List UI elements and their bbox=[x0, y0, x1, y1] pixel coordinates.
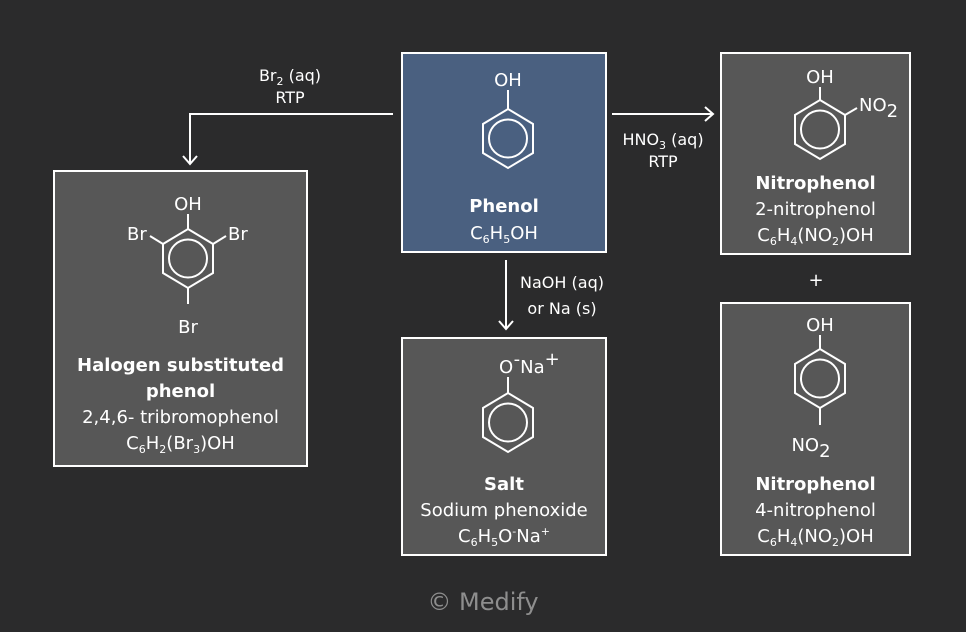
halogen-title-line1: Halogen substituted bbox=[77, 355, 284, 376]
arrowhead-halogen bbox=[182, 155, 198, 166]
hydroxyl-label: OH bbox=[806, 67, 834, 88]
benzene-ring-icon bbox=[162, 227, 214, 290]
phenol-box: OH Phenol C6H5OH bbox=[401, 52, 607, 253]
hydroxyl-label: OH bbox=[174, 194, 202, 215]
nitrophenol-4-box: OH NO2 Nitrophenol 4-nitrophenol C6H4(NO… bbox=[720, 302, 911, 556]
benzene-ring-icon bbox=[482, 391, 534, 454]
hydroxyl-label: OH bbox=[494, 70, 522, 91]
salt-box: O-Na+ Salt Sodium phenoxide C6H5O-Na+ bbox=[401, 337, 607, 556]
nitrophenol-2-box: OH NO2 Nitrophenol 2-nitrophenol C6H4(NO… bbox=[720, 52, 911, 255]
base-reagent-label: NaOH (aq) bbox=[520, 273, 604, 292]
salt-name: Sodium phenoxide bbox=[420, 500, 588, 521]
nitro-group-label: NO2 bbox=[859, 95, 898, 122]
phenol-structure: OH bbox=[482, 70, 534, 170]
halogen-box: OH Br Br Br Halogen substituted phenol 2… bbox=[53, 170, 308, 467]
tribromophenol-structure: OH Br Br Br bbox=[127, 194, 248, 338]
bromine-label-bottom: Br bbox=[178, 317, 198, 338]
nitration-reagent-label: HNO3 (aq) bbox=[622, 130, 704, 152]
bromine-label-right: Br bbox=[228, 224, 248, 245]
phenoxide-ion-label: O-Na+ bbox=[499, 349, 560, 378]
nitrophenol-2-title: Nitrophenol bbox=[755, 173, 876, 194]
nitrophenol-4-name: 4-nitrophenol bbox=[755, 500, 876, 521]
plus-sign: + bbox=[808, 270, 824, 291]
phenol-formula: C6H5OH bbox=[470, 223, 538, 246]
arrow-to-halogen bbox=[189, 113, 393, 164]
base-condition-label: or Na (s) bbox=[527, 299, 597, 318]
nitrophenol-4-title: Nitrophenol bbox=[755, 474, 876, 495]
nitrophenol-4-structure: OH NO2 bbox=[791, 315, 846, 462]
benzene-ring-icon bbox=[794, 98, 846, 161]
benzene-ring-icon bbox=[794, 347, 846, 410]
hydroxyl-label: OH bbox=[806, 315, 834, 336]
salt-formula: C6H5O-Na+ bbox=[458, 525, 550, 549]
nitrophenol-2-formula: C6H4(NO2)OH bbox=[757, 225, 874, 248]
nitration-condition-label: RTP bbox=[648, 152, 678, 171]
bromine-reagent-label: Br2 (aq) bbox=[258, 66, 322, 88]
sodium-phenoxide-structure: O-Na+ bbox=[482, 349, 560, 454]
nitrophenol-2-name: 2-nitrophenol bbox=[755, 199, 876, 220]
halogen-title-line2: phenol bbox=[145, 381, 216, 402]
bromine-condition-label: RTP bbox=[275, 88, 305, 107]
benzene-ring-icon bbox=[482, 107, 534, 170]
arrowhead-nitrophenol bbox=[704, 106, 715, 122]
bromine-label-left: Br bbox=[127, 224, 147, 245]
phenol-title: Phenol bbox=[469, 196, 539, 217]
halogen-name: 2,4,6- tribromophenol bbox=[82, 407, 279, 428]
arrowhead-salt bbox=[498, 320, 514, 331]
halogen-formula: C6H2(Br3)OH bbox=[126, 433, 235, 456]
nitrophenol-2-structure: OH NO2 bbox=[794, 67, 898, 161]
salt-title: Salt bbox=[484, 474, 524, 495]
copyright-footer: © Medify bbox=[427, 588, 539, 616]
nitro-group-label: NO2 bbox=[791, 435, 830, 462]
nitrophenol-4-formula: C6H4(NO2)OH bbox=[757, 526, 874, 549]
